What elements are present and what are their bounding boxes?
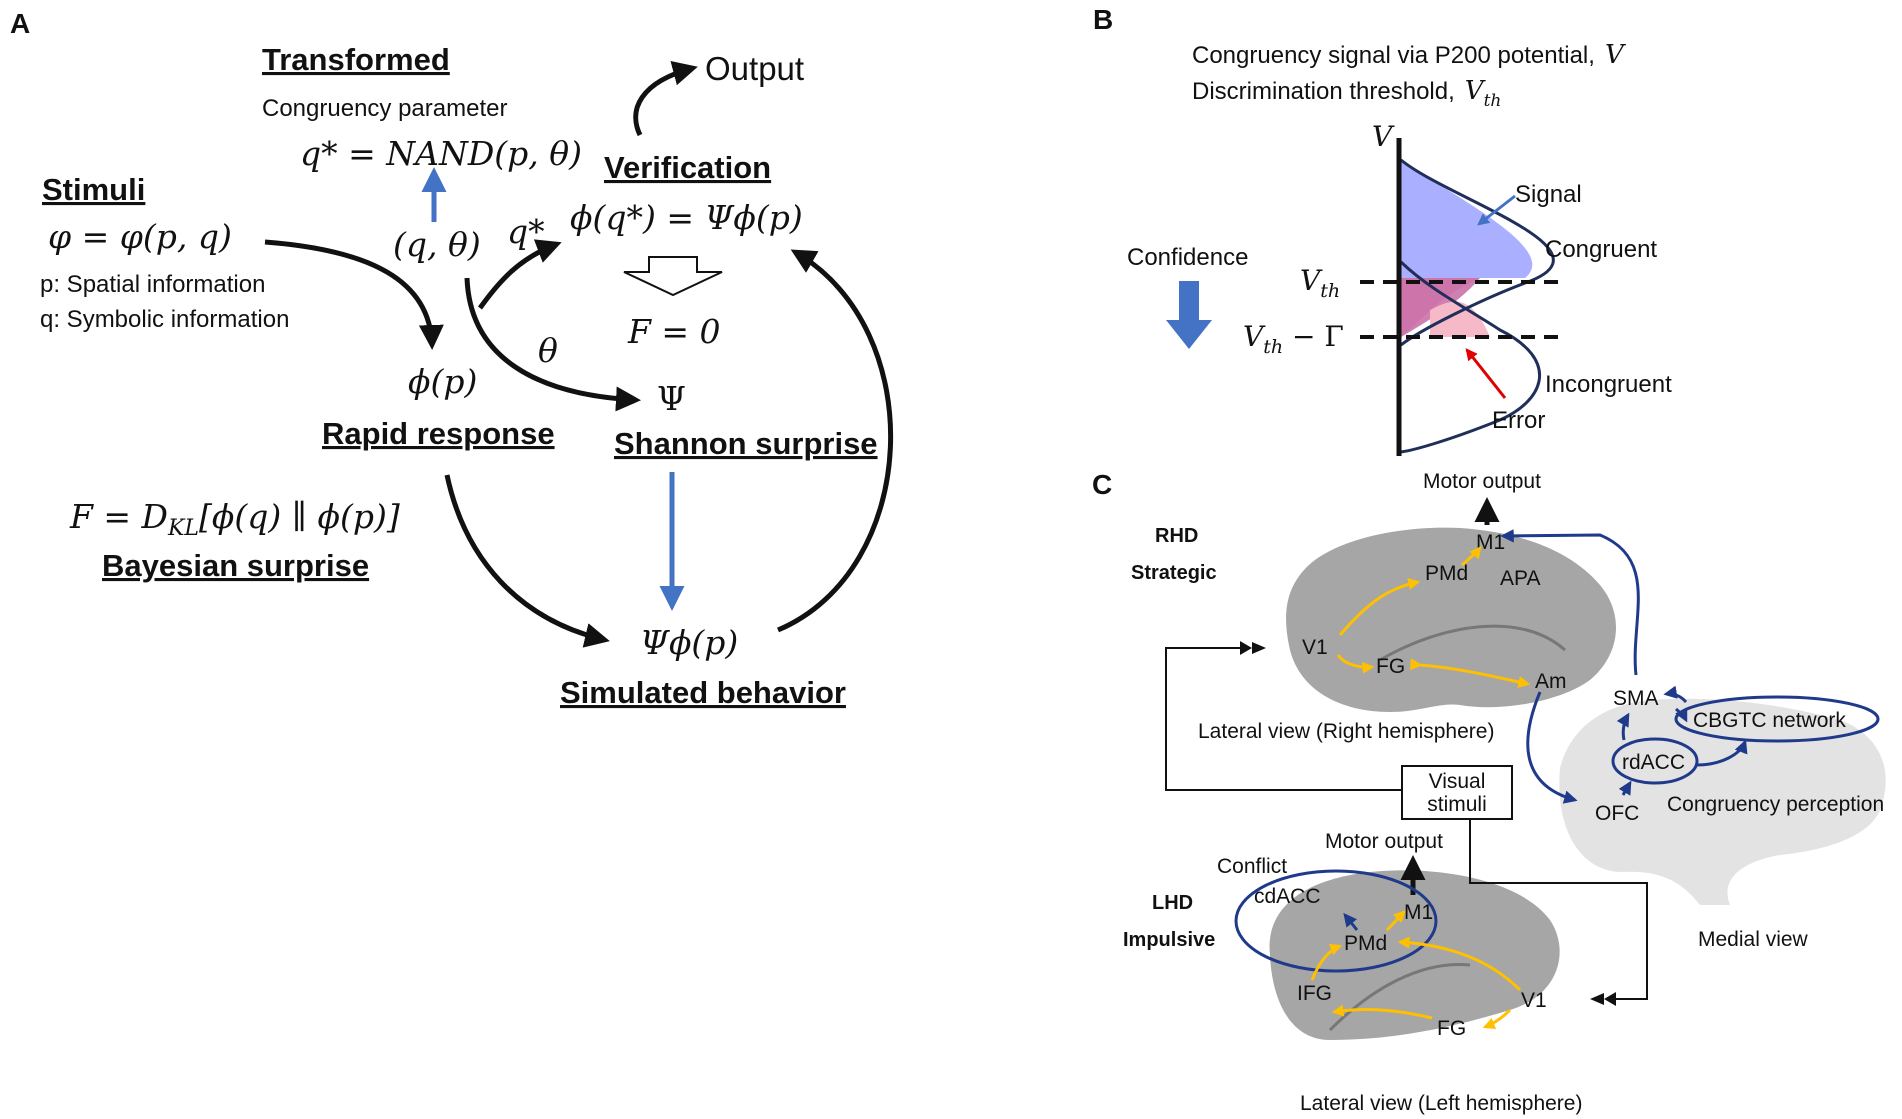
signal-area: [1401, 160, 1533, 278]
symbolic-info-label: q: Symbolic information: [40, 306, 289, 333]
rdacc-ellipse: [1611, 737, 1699, 785]
left-hemisphere: [1269, 870, 1560, 1040]
lhd-label: LHD: [1152, 892, 1193, 914]
motor-output-top: Motor output: [1423, 470, 1541, 493]
fg-bottom: FG: [1437, 1017, 1466, 1040]
v-axis-label: V: [1372, 120, 1395, 153]
stimuli-to-rhd-line: [1165, 647, 1402, 791]
sma-label: SMA: [1613, 687, 1659, 710]
spatial-info-label: p: Spatial information: [40, 271, 265, 298]
error-pointer: [1465, 348, 1507, 399]
strategic-label: Strategic: [1131, 562, 1217, 584]
am-label: Am: [1535, 670, 1567, 693]
panel-b: B Congruency signal via P200 potential,V…: [1093, 4, 1672, 456]
rdacc-label: rdACC: [1622, 751, 1685, 774]
panel-a: A Transformed Congruency parameter q* = …: [10, 8, 893, 710]
medial-brain: [1559, 698, 1886, 905]
verification-equation: ϕ(q*) = Ψϕ(p): [570, 198, 803, 237]
signal-pointer: [1477, 194, 1516, 226]
rapid-response-title: Rapid response: [322, 416, 555, 451]
sma-to-m1: [1500, 529, 1640, 676]
am-to-ofc: [1526, 691, 1578, 804]
error-area: [1430, 301, 1490, 337]
cdacc-label: cdACC: [1254, 885, 1321, 908]
visual-stimuli-box: [1401, 765, 1513, 820]
hollow-down-arrow: [623, 256, 723, 297]
q-star-label: q*: [507, 212, 545, 251]
incongruent-label: Incongruent: [1545, 371, 1672, 398]
impulsive-label: Impulsive: [1123, 929, 1215, 951]
transformed-title: Transformed: [262, 42, 450, 77]
visual-stimuli-line2: stimuli: [1427, 793, 1487, 816]
p200-line: Congruency signal via P200 potential,V: [1192, 40, 1626, 70]
congruent-label: Congruent: [1545, 236, 1657, 263]
rapid-to-behavior-arrow: [444, 474, 610, 648]
confidence-label: Confidence: [1127, 244, 1248, 271]
stimuli-to-lhd-line: [1469, 816, 1648, 1000]
v1-top: V1: [1302, 636, 1328, 659]
theta-label: θ: [538, 331, 558, 370]
lateral-right-label: Lateral view (Right hemisphere): [1198, 720, 1494, 743]
q-star-arrow: [477, 239, 562, 310]
threshold-line: Discrimination threshold,Vth: [1192, 76, 1501, 111]
bayesian-surprise-title: Bayesian surprise: [102, 548, 369, 583]
pmd-bottom: PMd: [1344, 932, 1387, 955]
m1-bottom: M1: [1404, 901, 1433, 924]
signal-label: Signal: [1515, 181, 1582, 208]
error-label: Error: [1492, 407, 1545, 434]
confidence-arrow: [1166, 281, 1212, 349]
congruency-parameter-label: Congruency parameter: [262, 95, 507, 122]
cbgtc-label: CBGTC network: [1693, 709, 1846, 732]
congruency-perception-label: Congruency perception: [1667, 793, 1884, 816]
psi-phi-p-label: Ψϕ(p): [640, 623, 738, 662]
panel-b-label: B: [1093, 4, 1113, 35]
psi-label: Ψ: [657, 379, 686, 418]
output-label: Output: [705, 50, 804, 87]
shannon-surprise-title: Shannon surprise: [614, 426, 878, 461]
panel-c-label: C: [1092, 469, 1112, 500]
fg-top: FG: [1376, 655, 1405, 678]
ifg-label: IFG: [1297, 982, 1332, 1005]
simulated-behavior-title: Simulated behavior: [560, 675, 846, 710]
right-hemisphere: [1286, 527, 1617, 712]
feedback-arrow: [777, 249, 893, 633]
conflict-ellipse: [1234, 869, 1438, 973]
bayesian-equation: F = DKL[ϕ(q) ∥ ϕ(p)]: [69, 497, 400, 541]
apa-label: APA: [1500, 567, 1540, 590]
stimuli-arrow: [264, 239, 444, 350]
ofc-label: OFC: [1595, 802, 1639, 825]
theta-arrow: [464, 277, 641, 412]
rhd-label: RHD: [1155, 525, 1198, 547]
motor-output-bottom: Motor output: [1325, 830, 1443, 853]
f-zero-label: F = 0: [627, 312, 721, 351]
panel-c: C Motor output RHD Strategic M1 PMd APA …: [1092, 469, 1886, 1115]
vth-label: Vth: [1300, 264, 1340, 302]
m1-top: M1: [1476, 531, 1505, 554]
medial-view-label: Medial view: [1698, 928, 1809, 951]
lateral-left-label: Lateral view (Left hemisphere): [1300, 1092, 1582, 1115]
stimuli-equation: φ = φ(p, q): [48, 217, 232, 256]
output-arrow: [633, 61, 698, 137]
verification-title: Verification: [604, 150, 771, 185]
v1-bottom: V1: [1521, 989, 1547, 1012]
phi-p-label: ϕ(p): [408, 362, 477, 401]
incongruent-curve: [1399, 260, 1542, 454]
pmd-top: PMd: [1425, 562, 1468, 585]
vth-gamma-label: Vth − Γ: [1243, 320, 1344, 358]
nand-equation: q* = NAND(p, θ): [300, 134, 582, 173]
visual-stimuli-line1: Visual: [1429, 770, 1486, 793]
congruent-curve: [1400, 158, 1555, 347]
panel-a-label: A: [10, 8, 30, 39]
q-theta-label: (q, θ): [393, 225, 481, 264]
stimuli-title: Stimuli: [42, 172, 145, 207]
conflict-label: Conflict: [1217, 855, 1287, 878]
